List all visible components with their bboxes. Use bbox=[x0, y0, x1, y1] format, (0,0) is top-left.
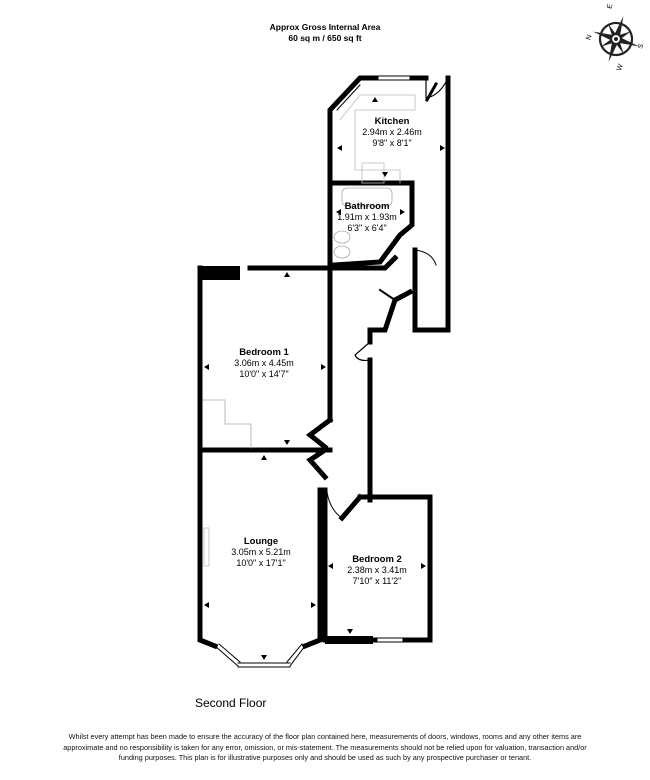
bedroom1-wardrobes bbox=[202, 399, 252, 449]
room-bedroom-1: Bedroom 1 3.06m x 4.45m 10'0" x 14'7" bbox=[234, 347, 294, 379]
compass-rose-icon: N E S W bbox=[585, 3, 645, 72]
disclaimer: Whilst every attempt has been made to en… bbox=[63, 732, 587, 762]
room-bedroom-2: Bedroom 2 2.38m x 3.41m 7'10" x 11'2" bbox=[347, 554, 407, 586]
room-lounge: Lounge 3.05m x 5.21m 10'0" x 17'1" bbox=[231, 536, 291, 568]
area-header: Approx Gross Internal Area 60 sq m / 650… bbox=[200, 22, 450, 44]
room-bathroom: Bathroom 1.91m x 1.93m 6'3" x 6'4" bbox=[337, 201, 397, 233]
windows bbox=[327, 75, 413, 226]
room-kitchen: Kitchen 2.94m x 2.46m 9'8" x 8'1" bbox=[362, 116, 422, 148]
floor-plan bbox=[197, 75, 451, 668]
dimension-markers bbox=[204, 97, 445, 660]
area-value: 60 sq m / 650 sq ft bbox=[288, 33, 362, 43]
floor-name: Second Floor bbox=[195, 696, 267, 710]
lounge-walls bbox=[197, 446, 329, 650]
bathroom-fixtures bbox=[333, 187, 393, 259]
area-title: Approx Gross Internal Area bbox=[269, 22, 381, 32]
hallway-walls bbox=[327, 247, 418, 503]
